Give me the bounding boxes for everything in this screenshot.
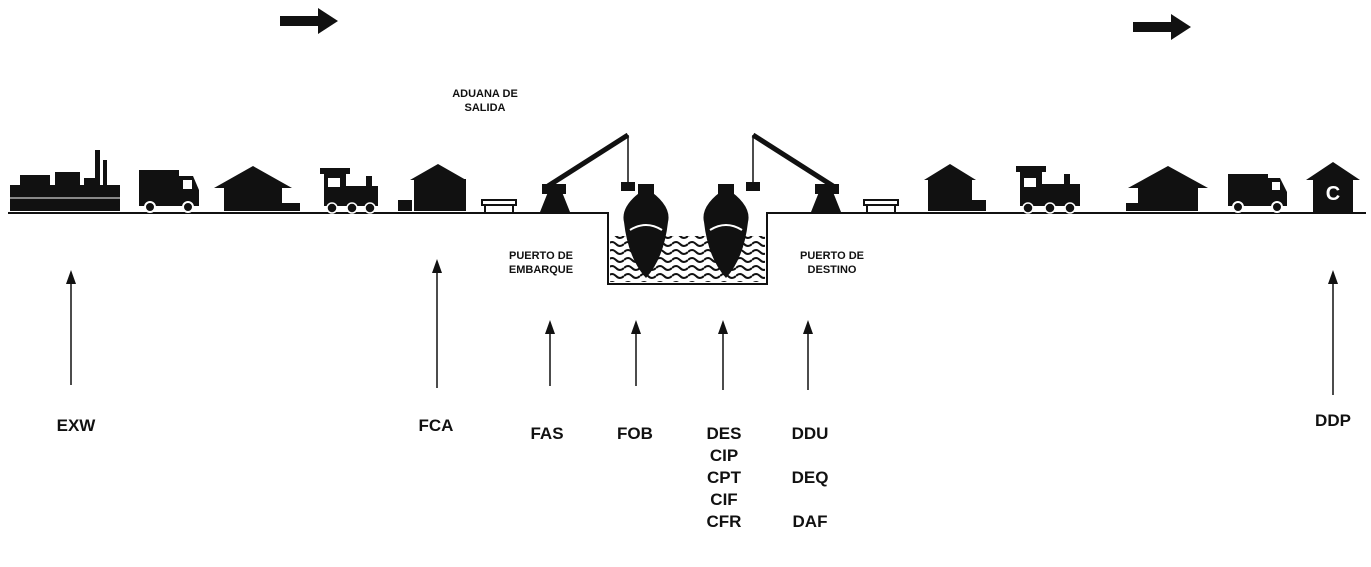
port-of-destination-line-2: DESTINO <box>776 263 888 277</box>
port-of-shipment-line-1: PUERTO DE <box>485 249 597 263</box>
term-fas: FAS <box>512 423 582 445</box>
customs-exit-label: ADUANA DE SALIDA <box>425 87 545 115</box>
customs-exit-line-1: ADUANA DE <box>425 87 545 101</box>
term-fob: FOB <box>600 423 670 445</box>
term-cpt: CPT <box>694 467 754 489</box>
train-icon <box>320 168 378 213</box>
port-of-destination-line-1: PUERTO DE <box>776 249 888 263</box>
pointer-arrow-d-terms <box>803 320 813 390</box>
truck-icon <box>139 170 199 212</box>
pointer-arrow-exw <box>66 270 76 385</box>
crane-icon <box>540 135 635 212</box>
port-of-shipment-label: PUERTO DE EMBARQUE <box>485 249 597 277</box>
customs-building-icon <box>398 164 466 211</box>
term-fca: FCA <box>401 415 471 437</box>
port-of-shipment-line-2: EMBARQUE <box>485 263 597 277</box>
train-icon <box>1016 166 1080 213</box>
direction-arrow-right <box>1133 14 1191 40</box>
crane-icon <box>746 135 841 212</box>
term-cif: CIF <box>694 489 754 511</box>
term-ddp: DDP <box>1298 410 1368 432</box>
destination-house-letter: C <box>1321 181 1345 207</box>
pointer-arrow-c-terms <box>718 320 728 390</box>
term-exw: EXW <box>41 415 111 437</box>
spacer <box>780 489 840 511</box>
term-group-c: DES CIP CPT CIF CFR <box>694 423 754 533</box>
term-cip: CIP <box>694 445 754 467</box>
customs-exit-line-2: SALIDA <box>425 101 545 115</box>
warehouse-icon <box>214 166 300 211</box>
factory-icon <box>10 150 120 211</box>
direction-arrow-left <box>280 8 338 34</box>
term-cfr: CFR <box>694 511 754 533</box>
spacer <box>780 445 840 467</box>
pointer-arrow-fas <box>545 320 555 386</box>
pointer-arrow-ddp <box>1328 270 1338 395</box>
term-deq: DEQ <box>780 467 840 489</box>
pointer-arrow-fob <box>631 320 641 386</box>
term-group-d: DDU DEQ DAF <box>780 423 840 533</box>
term-ddu: DDU <box>780 423 840 445</box>
pointer-arrow-fca <box>432 259 442 388</box>
platform-icon <box>482 200 516 213</box>
warehouse-icon <box>1126 166 1208 211</box>
warehouse-icon <box>924 164 986 211</box>
platform-icon <box>864 200 898 213</box>
truck-icon <box>1228 174 1287 212</box>
term-daf: DAF <box>780 511 840 533</box>
port-of-destination-label: PUERTO DE DESTINO <box>776 249 888 277</box>
term-des: DES <box>694 423 754 445</box>
